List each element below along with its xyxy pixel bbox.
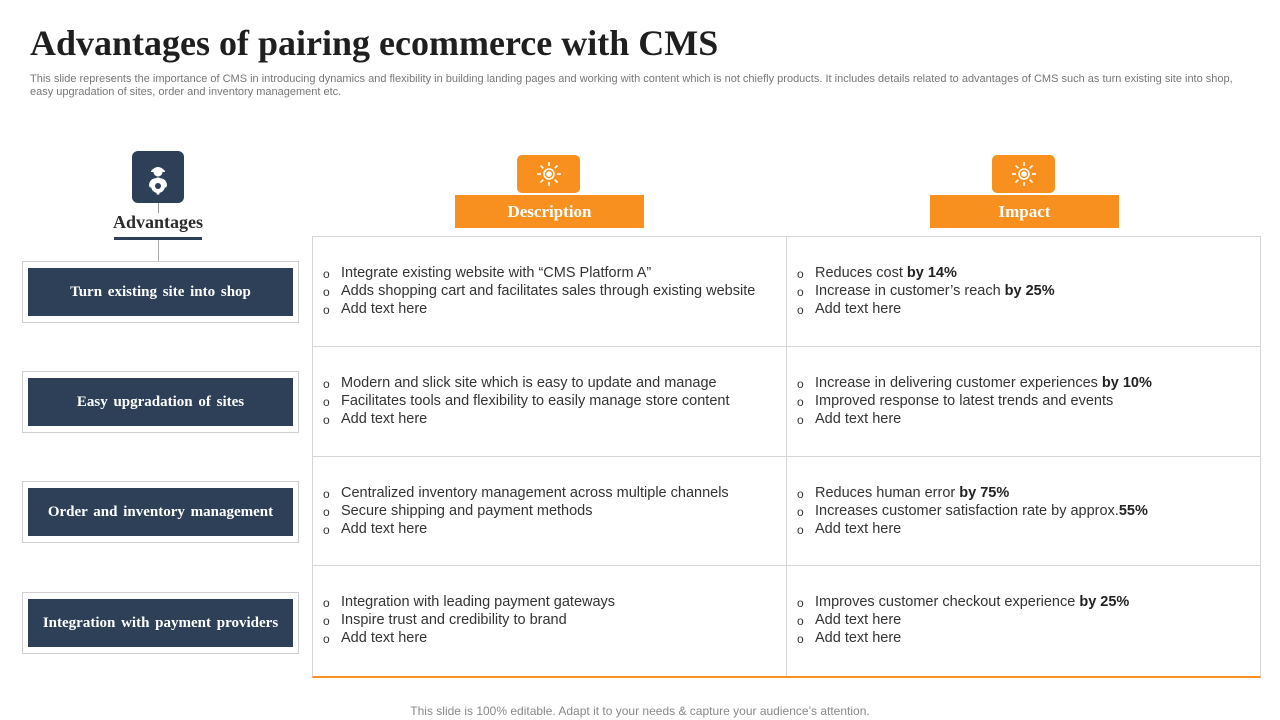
list-item: Reduces human error by 75% (797, 484, 1251, 503)
list-item: Facilitates tools and flexibility to eas… (323, 392, 776, 411)
connector-line (158, 240, 159, 262)
page-title: Advantages of pairing ecommerce with CMS (30, 23, 719, 63)
advantage-label: Order and inventory management (28, 488, 293, 536)
list-item: Add text here (323, 410, 776, 429)
description-cell: Modern and slick site which is easy to u… (313, 346, 787, 457)
impact-cell: Reduces human error by 75% Increases cus… (787, 457, 1261, 567)
description-cell: Centralized inventory management across … (313, 456, 787, 567)
list-item: Adds shopping cart and facilitates sales… (323, 282, 776, 301)
footer-note: This slide is 100% editable. Adapt it to… (410, 704, 870, 718)
list-item: Increase in customer’s reach by 25% (797, 282, 1251, 301)
advantages-heading: Advantages (112, 212, 203, 232)
list-item: Centralized inventory management across … (323, 484, 776, 503)
advantage-label: Integration with payment providers (28, 599, 293, 647)
list-item: Inspire trust and credibility to brand (323, 611, 776, 630)
list-item: Improved response to latest trends and e… (797, 392, 1251, 411)
worker-gear-icon (132, 151, 184, 203)
impact-cell: Increase in delivering customer experien… (787, 347, 1261, 457)
impact-header: Impact (930, 195, 1119, 228)
list-item: Reduces cost by 14% (797, 264, 1251, 283)
list-item: Add text here (797, 520, 1251, 539)
list-item: Add text here (323, 629, 776, 648)
description-cell: Integrate existing website with “CMS Pla… (313, 237, 787, 347)
sun-gear-icon (517, 155, 580, 193)
advantages-underline (114, 237, 202, 240)
advantage-item: Easy upgradation of sites (22, 371, 299, 433)
sun-gear-icon (992, 155, 1055, 193)
page-subtitle: This slide represents the importance of … (30, 73, 1233, 98)
advantage-item: Integration with payment providers (22, 592, 299, 654)
list-item: Add text here (797, 629, 1251, 648)
list-item: Add text here (323, 520, 776, 539)
content-table: Integrate existing website with “CMS Pla… (312, 236, 1261, 678)
description-header: Description (455, 195, 644, 228)
list-item: Integrate existing website with “CMS Pla… (323, 264, 776, 283)
list-item: Add text here (323, 300, 776, 319)
list-item: Add text here (797, 410, 1251, 429)
advantage-item: Order and inventory management (22, 481, 299, 543)
advantage-label: Turn existing site into shop (28, 268, 293, 316)
connector-line (158, 203, 159, 213)
list-item: Improves customer checkout experience by… (797, 593, 1251, 612)
advantage-item: Turn existing site into shop (22, 261, 299, 323)
list-item: Integration with leading payment gateway… (323, 593, 776, 612)
advantage-label: Easy upgradation of sites (28, 378, 293, 426)
list-item: Secure shipping and payment methods (323, 502, 776, 521)
list-item: Increase in delivering customer experien… (797, 374, 1251, 393)
impact-cell: Reduces cost by 14% Increase in customer… (787, 237, 1261, 347)
list-item: Add text here (797, 611, 1251, 630)
description-cell: Integration with leading payment gateway… (313, 566, 787, 676)
list-item: Add text here (797, 300, 1251, 319)
list-item: Modern and slick site which is easy to u… (323, 374, 776, 393)
list-item: Increases customer satisfaction rate by … (797, 502, 1251, 521)
impact-cell: Improves customer checkout experience by… (787, 566, 1261, 676)
